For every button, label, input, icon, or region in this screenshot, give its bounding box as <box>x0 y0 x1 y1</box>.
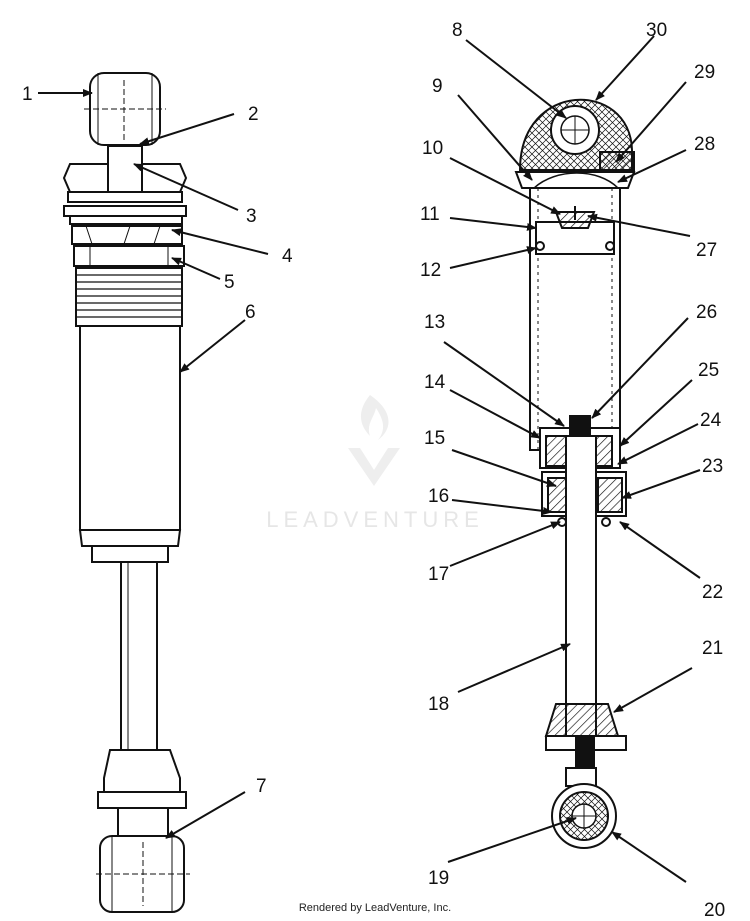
callout-6: 6 <box>245 302 256 323</box>
footer-credit: Rendered by LeadVenture, Inc. <box>298 902 452 914</box>
cross-section-view <box>514 98 636 849</box>
callout-12: 12 <box>420 260 441 281</box>
callout-23: 23 <box>702 456 723 477</box>
callout-2: 2 <box>248 104 259 125</box>
callout-4: 4 <box>282 246 293 267</box>
callout-7: 7 <box>256 776 267 797</box>
callout-25: 25 <box>698 360 719 381</box>
callout-10: 10 <box>422 138 443 159</box>
watermark: LEADVENTURE <box>266 395 484 532</box>
exterior-view <box>62 72 190 913</box>
callout-29: 29 <box>694 62 715 83</box>
callout-14: 14 <box>424 372 446 393</box>
callout-18: 18 <box>428 694 449 715</box>
callout-19: 19 <box>428 868 449 889</box>
callout-9: 9 <box>432 76 443 97</box>
callout-27: 27 <box>696 240 717 261</box>
flame-v-logo-icon <box>348 395 400 486</box>
leader-lines <box>38 35 701 883</box>
callout-28: 28 <box>694 134 715 155</box>
callout-11: 11 <box>420 204 440 225</box>
callout-17: 17 <box>428 564 449 585</box>
callout-13: 13 <box>424 312 445 333</box>
callout-5: 5 <box>224 272 235 293</box>
callout-24: 24 <box>700 410 722 431</box>
callout-30: 30 <box>646 20 667 41</box>
callout-26: 26 <box>696 302 717 323</box>
callout-21: 21 <box>702 638 723 659</box>
callout-1: 1 <box>22 84 33 105</box>
callout-15: 15 <box>424 428 445 449</box>
callout-22: 22 <box>702 582 723 603</box>
callouts: 1 2 3 4 5 6 7 8 9 10 11 12 13 14 15 16 1… <box>22 20 725 921</box>
callout-16: 16 <box>428 486 449 507</box>
watermark-brand: LEADVENTURE <box>266 507 484 532</box>
callout-20: 20 <box>704 900 725 921</box>
callout-3: 3 <box>246 206 257 227</box>
callout-8: 8 <box>452 20 463 41</box>
